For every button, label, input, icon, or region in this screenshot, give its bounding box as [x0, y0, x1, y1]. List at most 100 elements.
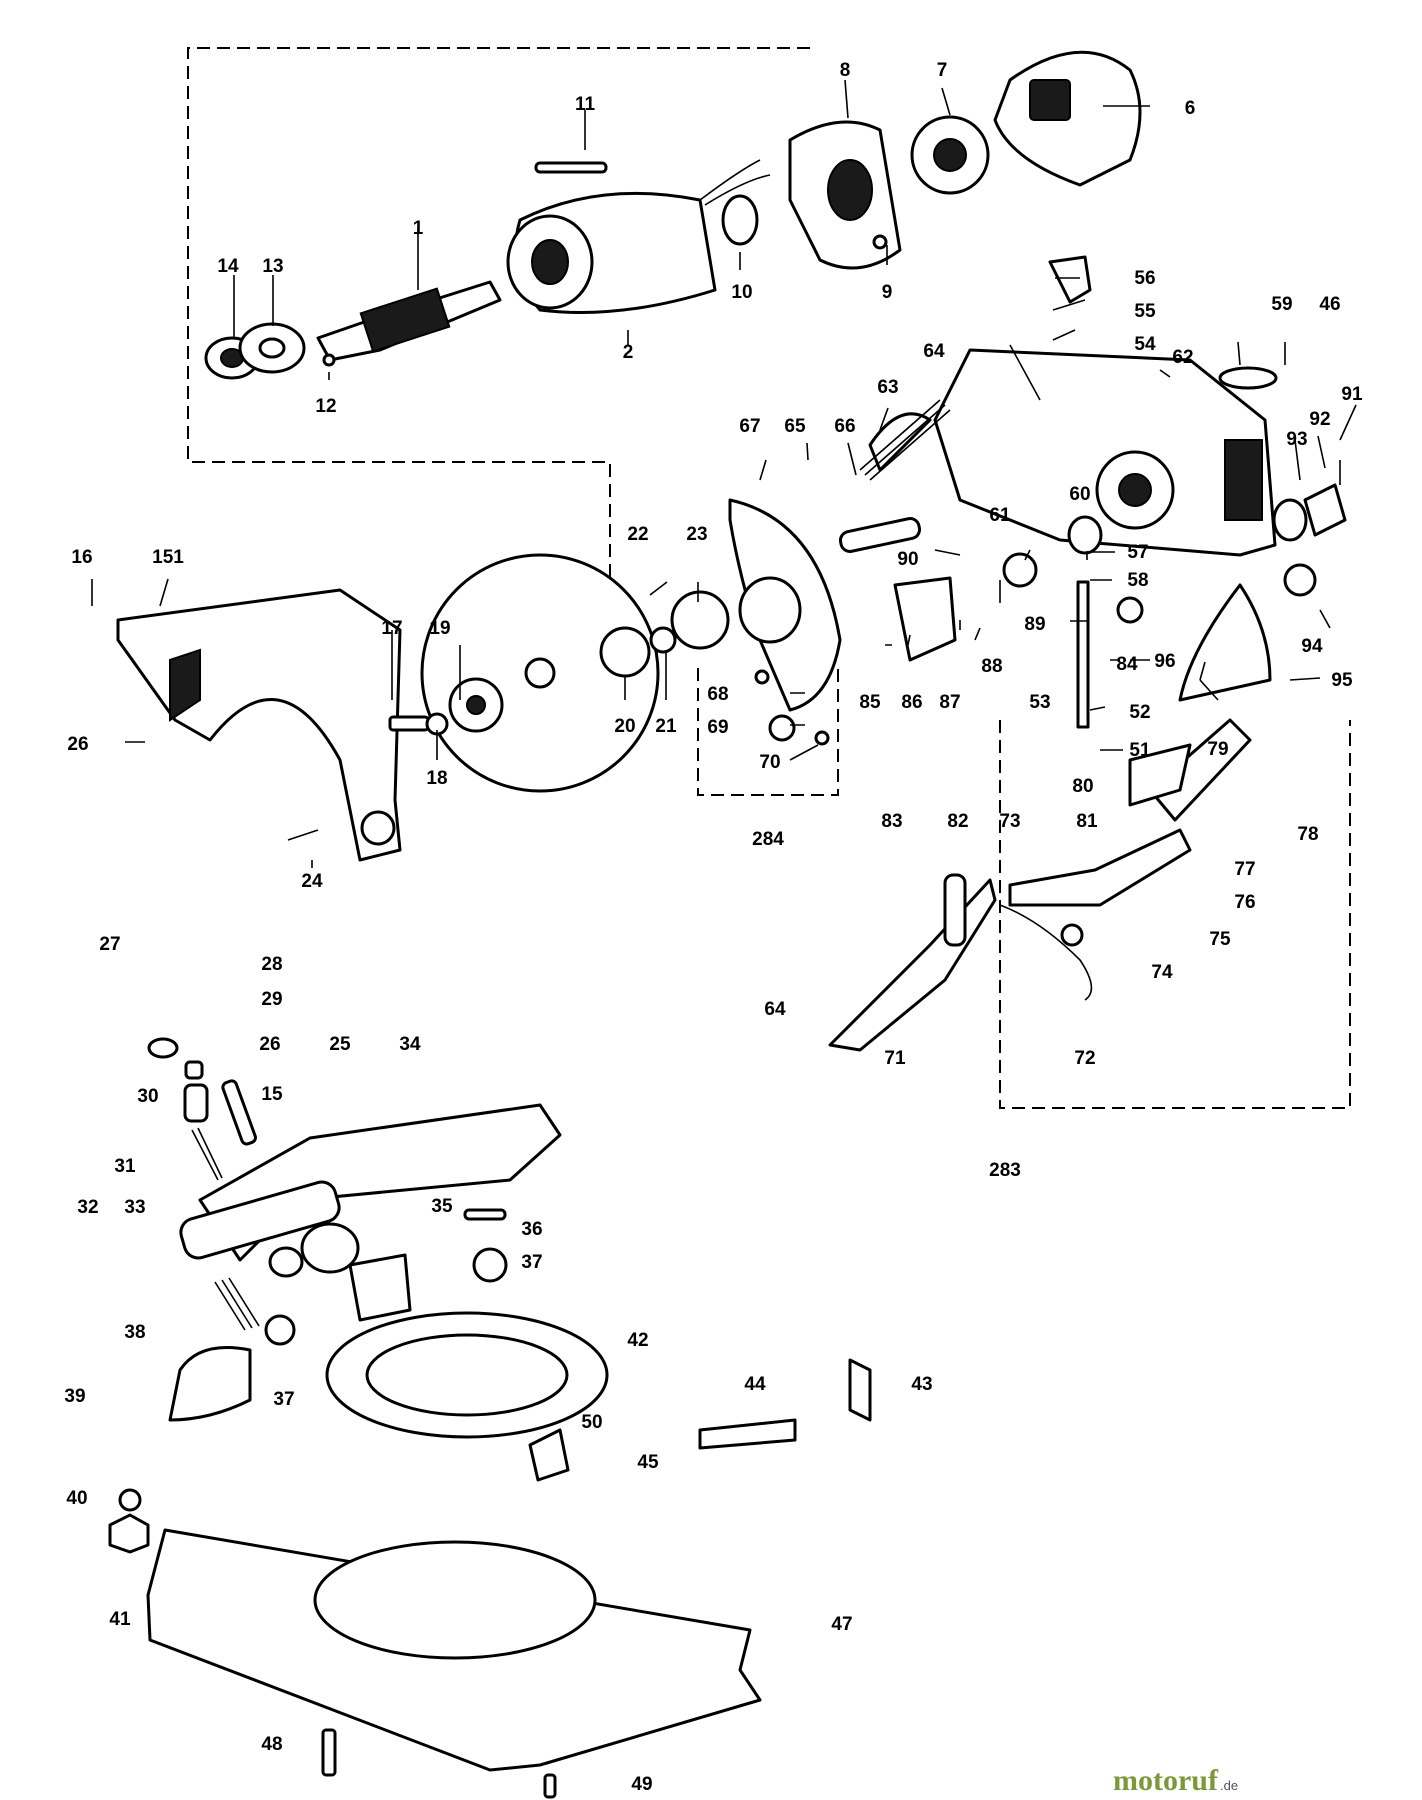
callout-labels: 11 8 7 6 1 14 13 10 9 2 12 56 55 54 59 4…	[64, 60, 1363, 1795]
label-21: 21	[655, 716, 677, 737]
label-71: 71	[884, 1048, 906, 1069]
label-41: 41	[109, 1609, 131, 1630]
label-49: 49	[631, 1774, 652, 1795]
label-96: 96	[1154, 651, 1175, 672]
label-60: 60	[1069, 484, 1090, 505]
label-22: 22	[627, 524, 648, 545]
label-11: 11	[575, 94, 596, 115]
blade-guard-group	[116, 498, 842, 862]
label-82: 82	[947, 811, 968, 832]
knob-93	[1272, 498, 1308, 542]
slot-82	[943, 873, 967, 947]
rod-53	[1076, 580, 1090, 729]
label-58: 58	[1127, 570, 1148, 591]
label-56: 56	[1134, 268, 1155, 289]
lever-group	[828, 718, 1252, 1052]
motor-group	[204, 50, 1142, 380]
label-38: 38	[124, 1322, 145, 1343]
label-31: 31	[114, 1156, 136, 1177]
washer-23	[670, 590, 730, 650]
label-14: 14	[217, 256, 239, 277]
nut-41	[108, 1513, 150, 1554]
label-79: 79	[1207, 739, 1228, 760]
washer-40	[118, 1488, 142, 1512]
screw-49	[543, 1773, 557, 1799]
label-86: 86	[901, 692, 922, 713]
label-72: 72	[1074, 1048, 1095, 1069]
label-29: 29	[261, 989, 282, 1010]
screw-12	[322, 353, 336, 367]
label-83: 83	[881, 811, 902, 832]
shroud-95	[1178, 583, 1272, 702]
clip-43	[848, 1358, 872, 1422]
label-95: 95	[1331, 670, 1353, 691]
housing-62	[933, 348, 1277, 557]
label-37b: 37	[273, 1389, 294, 1410]
bolt-17	[388, 715, 430, 732]
nut-69	[768, 714, 796, 742]
label-43: 43	[911, 1374, 932, 1395]
label-17: 17	[381, 618, 402, 639]
label-7: 7	[937, 60, 948, 81]
label-37a: 37	[521, 1252, 542, 1273]
sleeve-33	[300, 1222, 360, 1274]
label-90: 90	[897, 549, 918, 570]
label-64b: 64	[764, 999, 786, 1020]
washer-37b	[264, 1314, 296, 1346]
label-61: 61	[989, 505, 1011, 526]
label-50: 50	[581, 1412, 602, 1433]
label-84: 84	[1116, 654, 1138, 675]
label-27: 27	[99, 934, 120, 955]
label-73: 73	[999, 811, 1020, 832]
screw-9	[872, 234, 888, 250]
label-16: 16	[71, 547, 92, 568]
knob-27	[147, 1037, 179, 1059]
label-80: 80	[1072, 776, 1093, 797]
label-25: 25	[329, 1034, 351, 1055]
label-78: 78	[1297, 824, 1318, 845]
watermark-brand: motoruf	[1113, 1764, 1219, 1797]
label-54: 54	[1134, 334, 1156, 355]
label-12: 12	[315, 396, 336, 417]
label-52: 52	[1129, 702, 1150, 723]
label-51: 51	[1129, 740, 1151, 761]
label-59: 59	[1271, 294, 1292, 315]
watermark: motoruf .de	[1113, 1764, 1238, 1797]
label-40: 40	[66, 1488, 87, 1509]
arm-34	[198, 1103, 562, 1262]
group-boundaries	[187, 47, 1351, 1109]
label-57: 57	[1127, 542, 1148, 563]
label-1: 1	[413, 218, 424, 239]
label-81: 81	[1076, 811, 1098, 832]
upper-guard-151	[116, 588, 402, 862]
label-89: 89	[1024, 614, 1045, 635]
label-6: 6	[1185, 98, 1196, 119]
label-23: 23	[686, 524, 707, 545]
plate-79	[1128, 743, 1192, 807]
label-63: 63	[877, 377, 898, 398]
label-64a: 64	[923, 341, 945, 362]
label-20: 20	[614, 716, 635, 737]
label-2: 2	[623, 342, 634, 363]
housing-group	[838, 255, 1347, 729]
label-18: 18	[426, 768, 447, 789]
label-26b: 26	[259, 1034, 280, 1055]
screw-68	[754, 669, 770, 685]
spring-89	[1002, 552, 1038, 588]
label-91: 91	[1341, 384, 1363, 405]
label-87: 87	[939, 692, 960, 713]
plate-86	[893, 576, 957, 662]
label-77: 77	[1234, 859, 1255, 880]
label-34: 34	[399, 1034, 421, 1055]
shaft-key	[534, 161, 608, 174]
leader-lines	[91, 79, 1357, 868]
label-93: 93	[1286, 429, 1307, 450]
label-44: 44	[744, 1374, 766, 1395]
watermark-suffix: .de	[1220, 1778, 1238, 1793]
strip-44	[698, 1418, 797, 1450]
nut-28	[184, 1060, 204, 1080]
label-68: 68	[707, 684, 728, 705]
switch-94	[1283, 563, 1317, 597]
label-30: 30	[137, 1086, 158, 1107]
bracket-50	[528, 1428, 570, 1482]
